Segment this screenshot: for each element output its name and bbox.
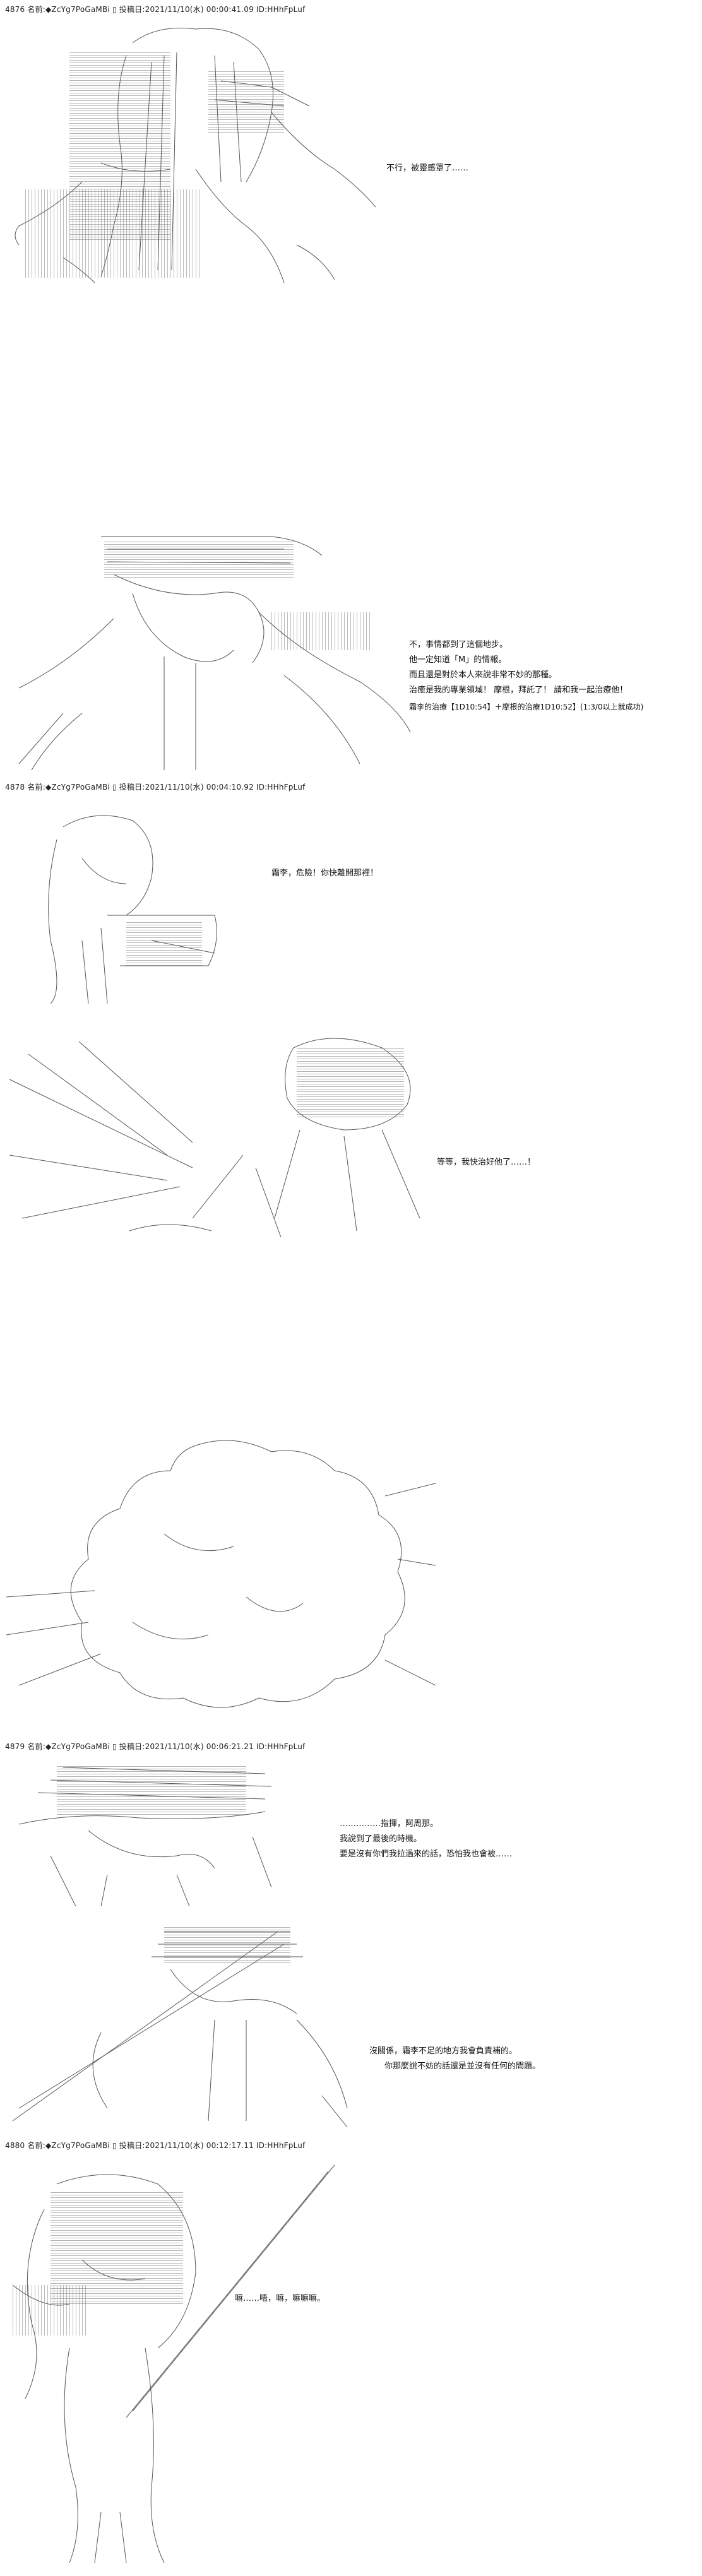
dialogue-block: 嘛……唔，嘛，嘛嘛嘛。 [235,2291,325,2306]
ascii-art-shading [104,540,294,578]
ascii-art-explosion-cloud [6,1433,436,1723]
dialogue-line: 我說到了最後的時機。 [340,1834,422,1844]
dialogue-line: 霜李，危險！你快離開那裡！ [271,869,379,878]
ascii-art-shading [13,2285,88,2336]
post-header-4878: 4878 名前:◆ZcYg7PoGaMBi ▯ 投稿日:2021/11/10(水… [5,783,306,792]
ascii-art-shading [271,612,372,650]
dialogue-block: 霜李，危險！你快離開那裡！ [271,866,378,881]
post-header-4880: 4880 名前:◆ZcYg7PoGaMBi ▯ 投稿日:2021/11/10(水… [5,2141,306,2150]
ascii-art-shading [208,69,284,133]
ascii-art-shading [57,1764,246,1815]
dialogue-roll-result: 霜李的治療【1D10:54】＋摩根的治療1D10:52】(1:3/0以上就成功) [409,699,643,715]
dialogue-line: 不，事情都到了這個地步。 [409,640,508,650]
dialogue-line: 要是沒有你們我拉過來的話，恐怕我也會被…… [340,1849,513,1859]
dialogue-block: ……………指揮，阿周那。 我說到了最後的時機。 要是沒有你們我拉過來的話，恐怕我… [340,1817,512,1862]
dialogue-line: 不行，被靈感罩了…… [386,163,469,173]
dialogue-line: 霜李的治療【1D10:54】＋摩根的治療1D10:52】(1:3/0以上就成功) [409,703,644,711]
dialogue-line: ……………指揮，阿周那。 [340,1819,439,1829]
dialogue-block: 不行，被靈感罩了…… [386,161,468,176]
dialogue-line: 等等，我快治好他了……！ [437,1158,536,1167]
dialogue-line: 治癒是我的專業領域！ 摩根，拜託了！ 請和我一起治療他！ [409,686,628,695]
dialogue-block: 沒關係，霜李不足的地方我會負責補的。 你那麼說不妨的話還是並沒有任何的問題。 [369,2044,540,2074]
dialogue-line: 他一定知道「M」的情報。 [409,655,507,665]
dialogue-block: 等等，我快治好他了……！ [437,1155,535,1170]
post-header-4876: 4876 名前:◆ZcYg7PoGaMBi ▯ 投稿日:2021/11/10(水… [5,5,306,14]
ascii-art-woman-turning [25,802,227,1004]
dialogue-line: 沒關係，霜李不足的地方我會負責補的。 [369,2046,518,2056]
dialogue-line: 而且還是對於本人來說非常不妙的那種。 [409,670,557,680]
dialogue-block: 不，事情都到了這個地步。 他一定知道「M」的情報。 而且還是對於本人來說非常不妙… [409,638,628,698]
ascii-art-shading [297,1048,404,1117]
ascii-art-shading [126,922,202,966]
ascii-art-shading [25,189,202,278]
post-header-4879: 4879 名前:◆ZcYg7PoGaMBi ▯ 投稿日:2021/11/10(水… [5,1742,306,1751]
ascii-art-action-burst [3,1029,432,1237]
dialogue-line: 嘛……唔，嘛，嘛嘛嘛。 [235,2294,326,2303]
ascii-art-shading [164,1925,290,1963]
dialogue-line: 你那麼說不妨的話還是並沒有任何的問題。 [384,2062,541,2071]
